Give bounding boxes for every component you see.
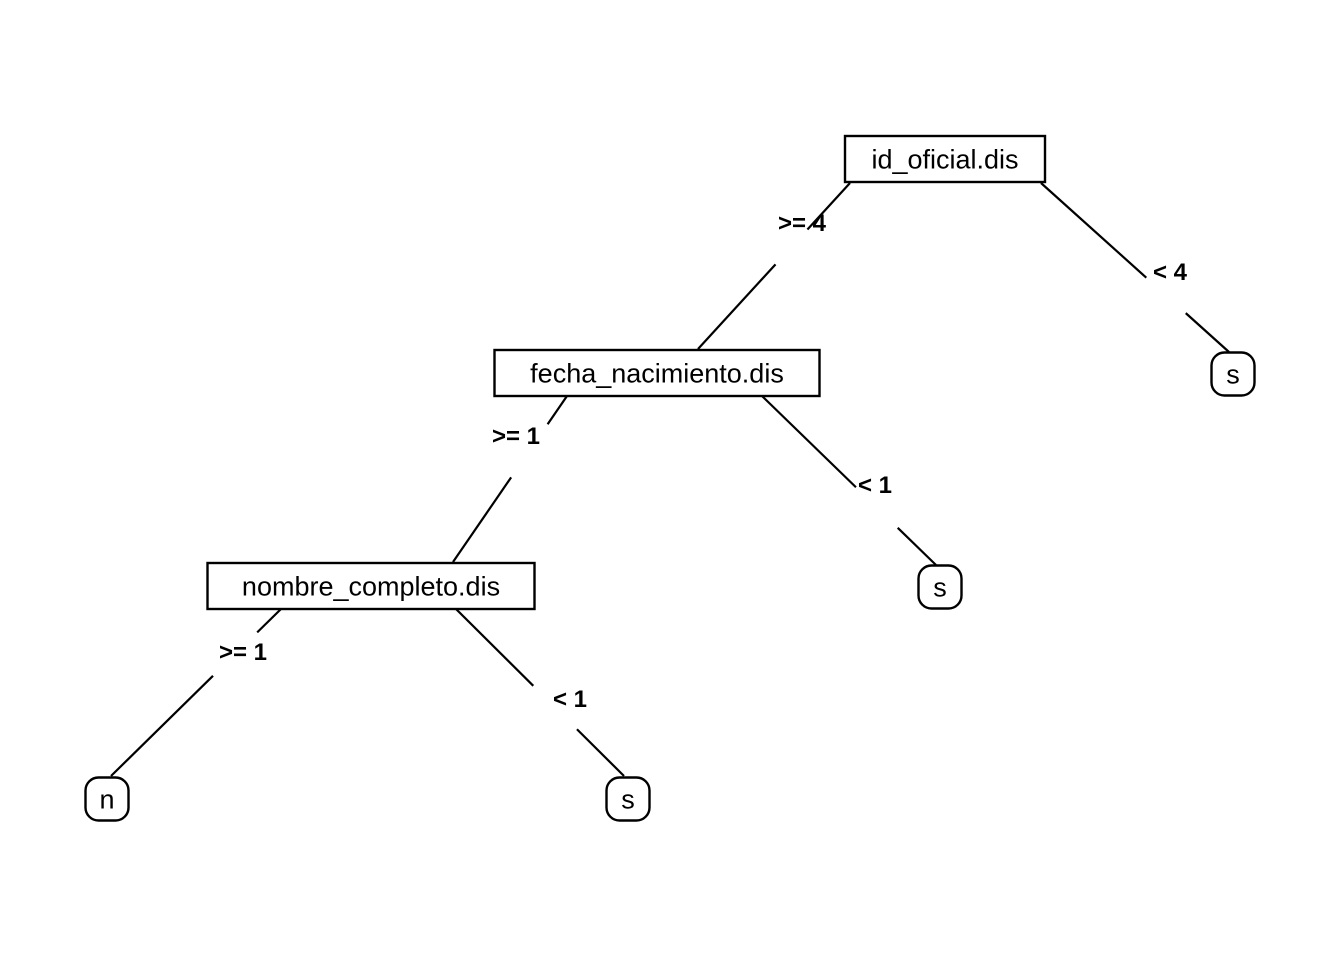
leaf-label-leaf_s_mid: s (933, 572, 947, 603)
edge-label-e6: < 1 (552, 686, 588, 713)
edge-fecha-to-leaf_s_mid-segment-2 (896, 527, 937, 566)
leaf-node-leaf_s_bottom[interactable] (605, 776, 651, 822)
split-node-root[interactable] (843, 134, 1047, 184)
leaf-label-leaf_s_bottom: s (621, 784, 635, 815)
edge-nombre-to-leaf_s_bottom-segment-1 (455, 608, 535, 687)
edge-root-to-fecha-segment-1 (806, 182, 851, 231)
edge-root-to-leaf_s_right-segment-2 (1185, 312, 1230, 353)
edge-label-e4: < 1 (857, 472, 893, 499)
split-node-fecha[interactable] (493, 348, 821, 398)
leaf-node-leaf_s_right[interactable] (1210, 351, 1256, 397)
split-node-nombre[interactable] (206, 561, 536, 611)
edge-label-e1: >= 4 (777, 210, 827, 237)
edge-label-e3: >= 1 (491, 423, 541, 450)
edge-nombre-to-leaf_n-segment-2 (110, 675, 214, 777)
leaf-node-leaf_n[interactable] (84, 776, 130, 822)
edge-root-to-leaf_s_right-segment-1 (1040, 182, 1148, 279)
node-label-nombre: nombre_completo.dis (241, 571, 501, 602)
edge-label-e5: >= 1 (218, 639, 268, 666)
node-label-root: id_oficial.dis (871, 144, 1019, 175)
leaf-label-leaf_n: n (99, 784, 115, 815)
nodes-layer (84, 134, 1256, 822)
node-label-fecha: fecha_nacimiento.dis (530, 358, 784, 389)
edge-label-e2: < 4 (1152, 259, 1188, 286)
edge-fecha-to-nombre-segment-2 (452, 476, 513, 563)
edge-root-to-fecha-segment-2 (697, 263, 777, 350)
leaf-node-leaf_s_mid[interactable] (917, 564, 963, 610)
edge-nombre-to-leaf_n-segment-1 (256, 608, 282, 634)
edge-nombre-to-leaf_s_bottom-segment-2 (576, 728, 625, 777)
edge-fecha-to-leaf_s_mid-segment-1 (761, 395, 857, 489)
edge-fecha-to-nombre-segment-1 (546, 395, 568, 425)
leaf-label-leaf_s_right: s (1226, 359, 1240, 390)
edges-layer (110, 182, 1230, 777)
